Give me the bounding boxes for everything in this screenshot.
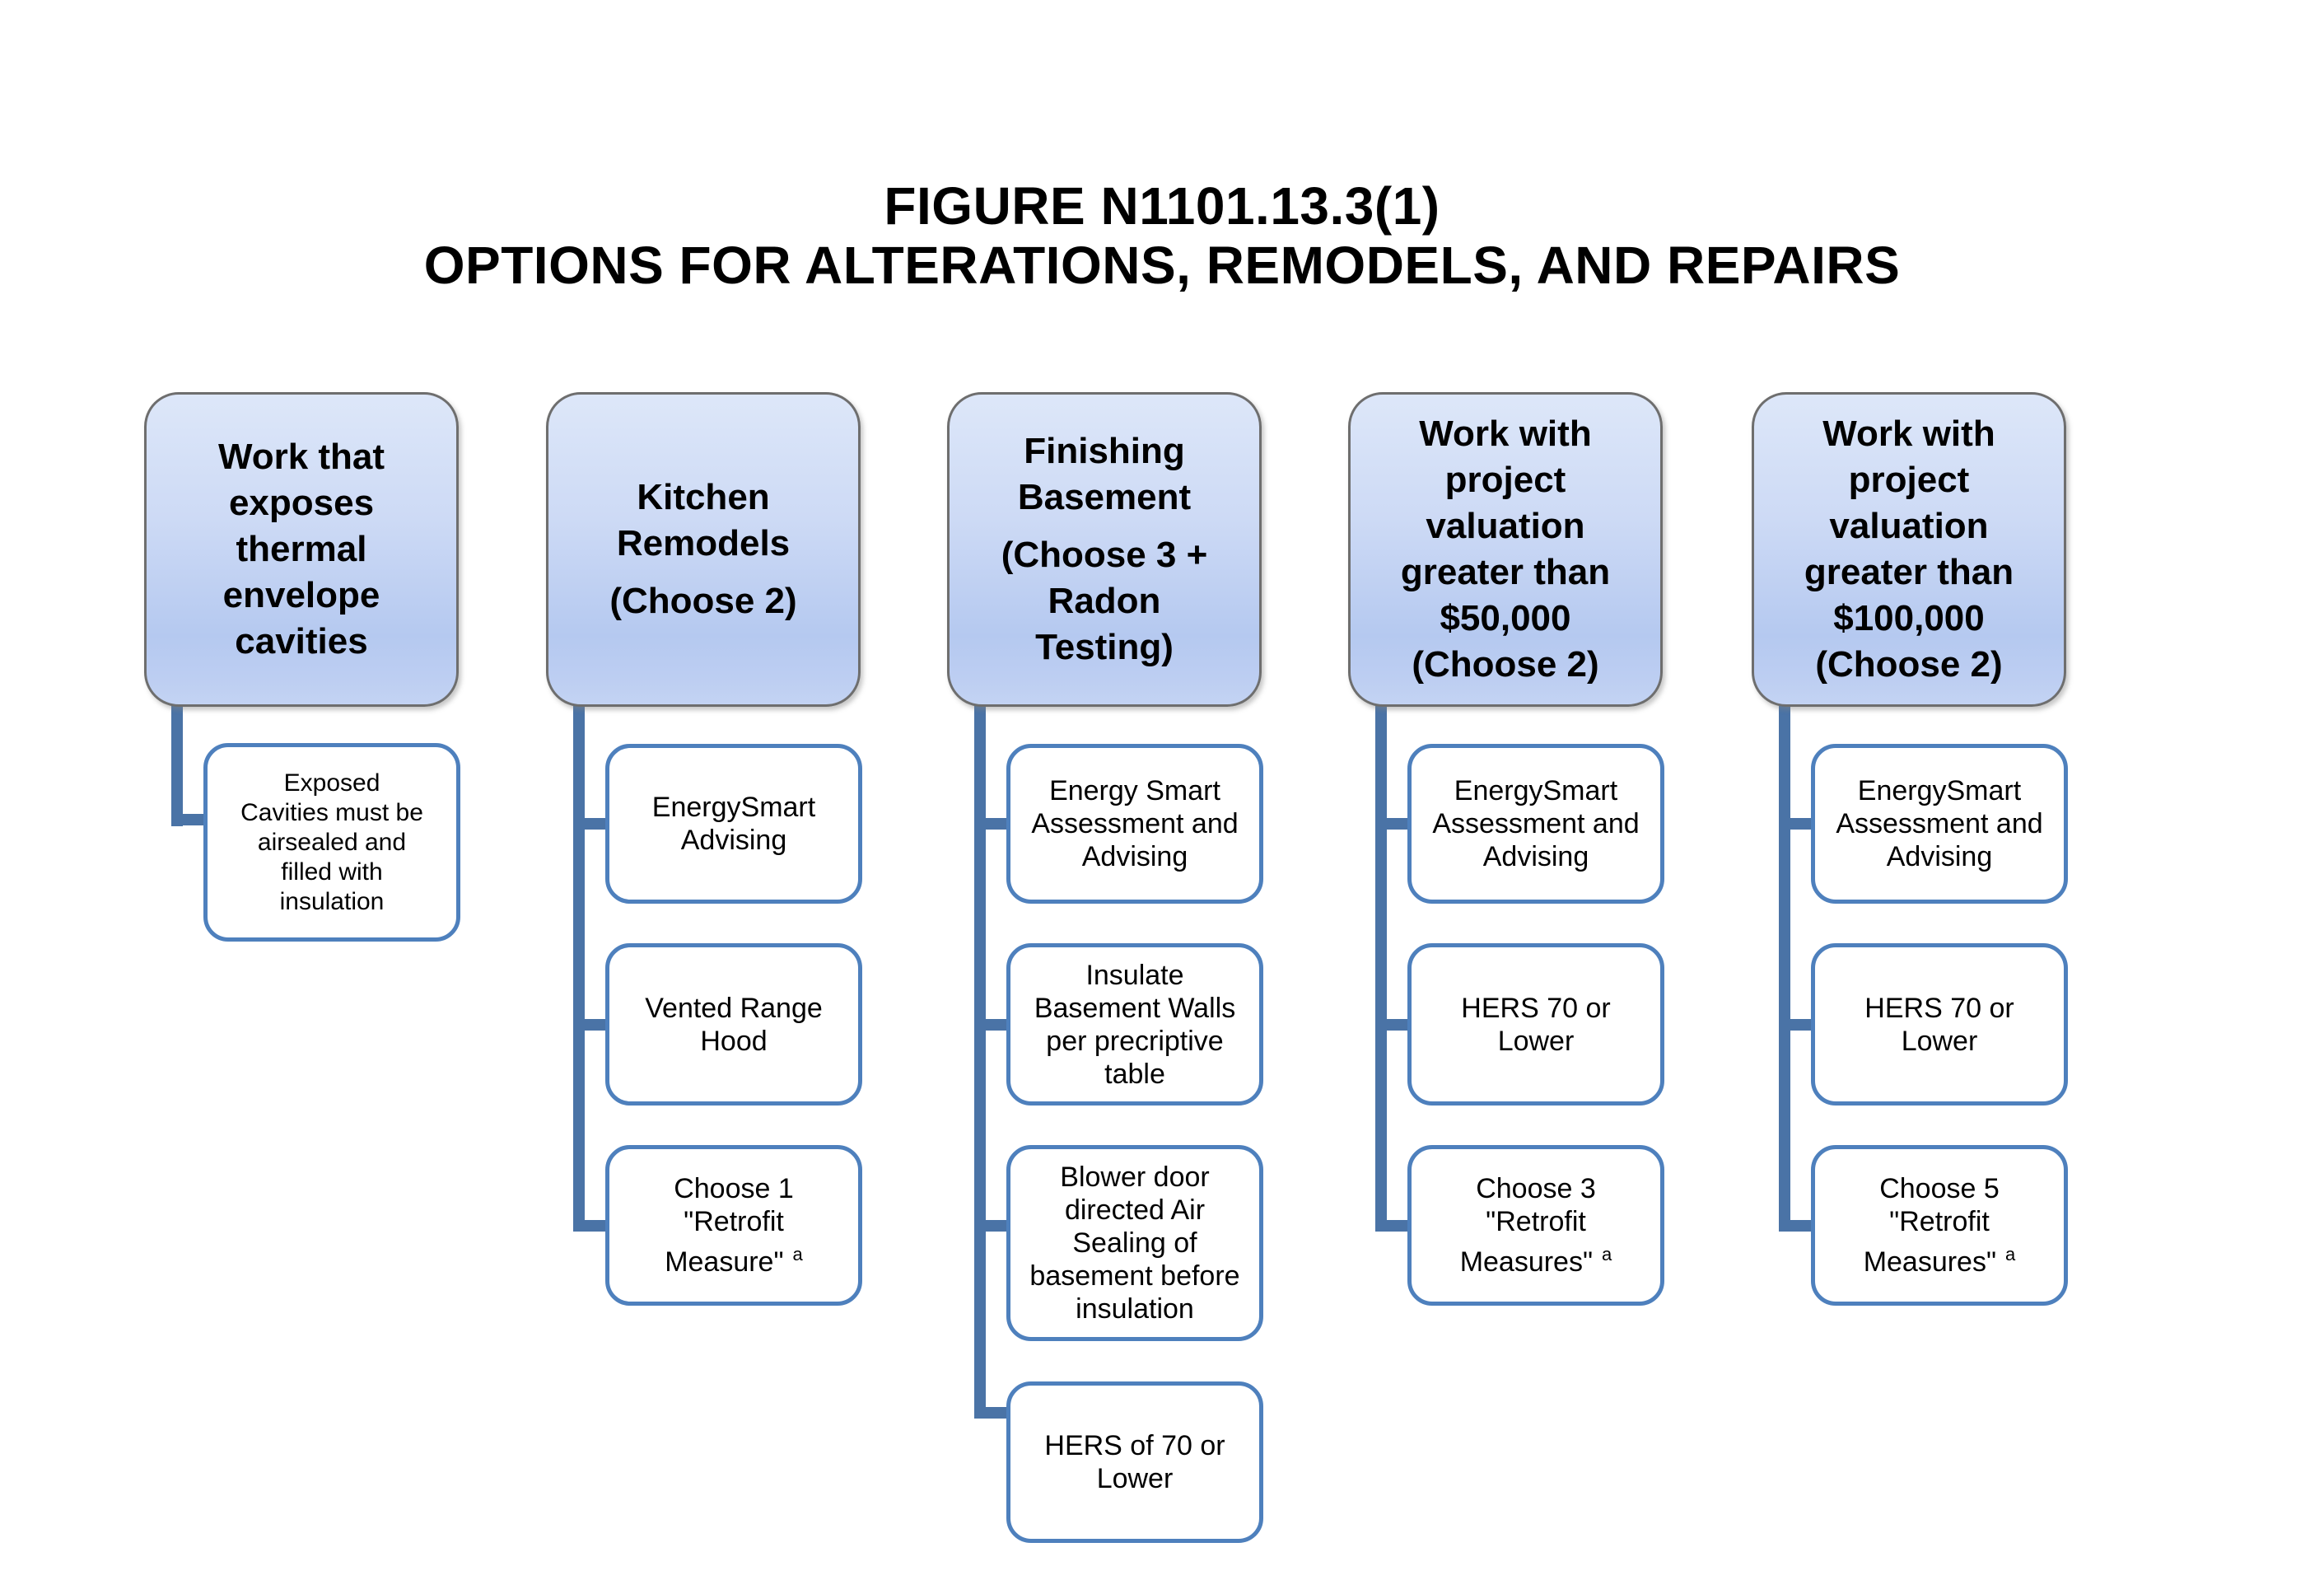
header-box-valuation-50k: Work with project valuation greater than… (1348, 392, 1663, 707)
option-label: Insulate Basement Walls per precriptive … (1034, 959, 1236, 1090)
connector-branch (573, 818, 609, 830)
connector-branch (974, 1019, 1010, 1031)
option-box: Choose 1 "Retrofit Measure"a (605, 1145, 862, 1306)
option-box: Exposed Cavities must be airsealed and f… (203, 743, 460, 942)
option-text: HERS 70 or Lower (1864, 992, 2014, 1058)
option-label: HERS 70 or Lower (1461, 992, 1611, 1057)
option-text: Vented Range Hood (645, 992, 823, 1058)
connector-trunk (1375, 704, 1387, 1232)
footnote-marker: a (1602, 1244, 1612, 1264)
header-text: Work that exposes thermal envelope cavit… (217, 437, 385, 661)
option-box: EnergySmart Advising (605, 744, 862, 904)
footnote-marker: a (2005, 1244, 2016, 1264)
connector-branch (974, 818, 1010, 830)
option-text: Insulate Basement Walls per precriptive … (1034, 959, 1235, 1091)
option-text: HERS 70 or Lower (1461, 992, 1610, 1058)
option-label: EnergySmart Assessment and Advising (1836, 775, 2043, 872)
header-subtext: (Choose 3 + Radon Testing) (1001, 535, 1208, 667)
option-label: HERS of 70 or Lower (1044, 1430, 1225, 1494)
option-box: EnergySmart Assessment and Advising (1811, 744, 2068, 904)
connector-branch (974, 1220, 1010, 1232)
connector-trunk (171, 704, 183, 826)
header-box-kitchen-remodels: Kitchen Remodels (Choose 2) (546, 392, 861, 707)
option-text: Choose 3 "Retrofit Measures" a (1460, 1172, 1612, 1278)
option-text: Energy Smart Assessment and Advising (1031, 774, 1238, 873)
option-label: Exposed Cavities must be airsealed and f… (240, 769, 423, 915)
option-label: Blower door directed Air Sealing of base… (1029, 1162, 1240, 1325)
option-label: Energy Smart Assessment and Advising (1031, 775, 1239, 872)
connector-branch (974, 1407, 1010, 1419)
connector-trunk (1779, 704, 1790, 1232)
header-box-valuation-100k: Work with project valuation greater than… (1752, 392, 2066, 707)
option-text: Choose 1 "Retrofit Measure"a (665, 1172, 803, 1278)
header-text: Kitchen Remodels (616, 477, 791, 563)
connector-trunk (974, 704, 986, 1419)
header-text: Work with project valuation greater than… (1400, 414, 1611, 685)
option-label: Choose 3 "Retrofit Measures" (1459, 1173, 1596, 1278)
option-box: Vented Range Hood (605, 943, 862, 1106)
option-text: EnergySmart Advising (652, 791, 815, 857)
option-label: Choose 1 "Retrofit Measure" (665, 1173, 794, 1278)
connector-branch (1375, 1220, 1412, 1232)
option-text: EnergySmart Assessment and Advising (1432, 774, 1639, 873)
option-text: HERS of 70 or Lower (1044, 1429, 1225, 1495)
figure-title: FIGURE N1101.13.3(1) OPTIONS FOR ALTERAT… (0, 176, 2324, 295)
option-box: Blower door directed Air Sealing of base… (1006, 1145, 1263, 1341)
option-text: Exposed Cavities must be airsealed and f… (240, 769, 423, 917)
connector-branch (171, 814, 208, 825)
option-label: HERS 70 or Lower (1864, 992, 2014, 1057)
connector-branch (573, 1220, 609, 1232)
option-label: EnergySmart Assessment and Advising (1432, 775, 1640, 872)
connector-branch (573, 1019, 609, 1031)
option-box: Insulate Basement Walls per precriptive … (1006, 943, 1263, 1106)
connector-branch (1779, 1019, 1815, 1031)
connector-trunk (573, 704, 585, 1232)
figure-caption: OPTIONS FOR ALTERATIONS, REMODELS, AND R… (423, 236, 1901, 295)
figure-number: FIGURE N1101.13.3(1) (884, 176, 1440, 236)
header-box-finishing-basement: Finishing Basement (Choose 3 + Radon Tes… (947, 392, 1262, 707)
option-label: Vented Range Hood (645, 992, 823, 1057)
option-text: EnergySmart Assessment and Advising (1836, 774, 2042, 873)
connector-branch (1779, 1220, 1815, 1232)
footnote-marker: a (792, 1244, 803, 1264)
option-box: Choose 3 "Retrofit Measures" a (1407, 1145, 1664, 1306)
header-text: Work with project valuation greater than… (1804, 414, 2014, 685)
connector-branch (1375, 818, 1412, 830)
option-label: Choose 5 "Retrofit Measures" (1863, 1173, 2000, 1278)
connector-branch (1779, 818, 1815, 830)
option-box: HERS 70 or Lower (1811, 943, 2068, 1106)
option-box: HERS of 70 or Lower (1006, 1381, 1263, 1543)
option-box: Energy Smart Assessment and Advising (1006, 744, 1263, 904)
option-box: HERS 70 or Lower (1407, 943, 1664, 1106)
header-text: Finishing Basement (1017, 431, 1192, 517)
option-text: Blower door directed Air Sealing of base… (1029, 1161, 1239, 1325)
option-label: EnergySmart Advising (651, 792, 816, 856)
option-box: EnergySmart Assessment and Advising (1407, 744, 1664, 904)
header-box-exposed-cavities: Work that exposes thermal envelope cavit… (144, 392, 459, 707)
option-text: Choose 5 "Retrofit Measures"a (1864, 1172, 2016, 1278)
connector-branch (1375, 1019, 1412, 1031)
header-subtext: (Choose 2) (609, 581, 797, 621)
option-box: Choose 5 "Retrofit Measures"a (1811, 1145, 2068, 1306)
